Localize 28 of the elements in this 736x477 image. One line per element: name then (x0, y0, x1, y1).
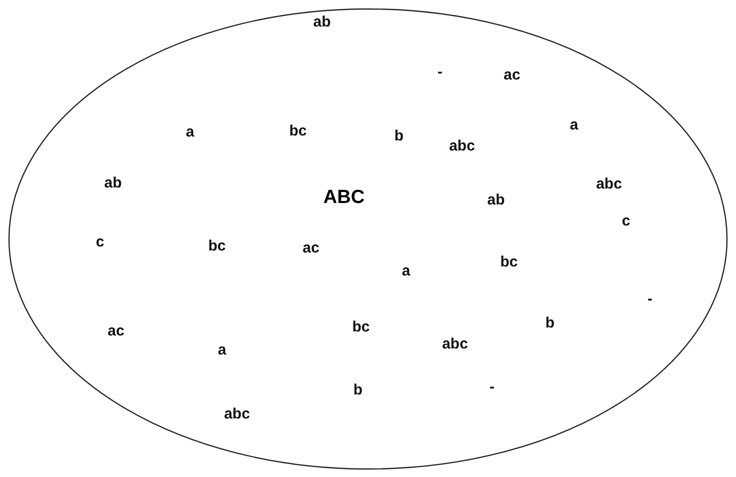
set-label: - (648, 290, 652, 308)
set-label: a (186, 124, 194, 140)
set-label: bc (500, 254, 518, 270)
set-label: b (394, 128, 404, 144)
set-label: b (545, 314, 555, 332)
region-label: ABC (323, 187, 365, 209)
set-label: c (622, 212, 630, 230)
set-label: b (353, 382, 363, 398)
set-label: bc (352, 318, 370, 336)
set-label: ab (104, 174, 122, 192)
set-label: - (490, 378, 494, 396)
set-label: bc (289, 122, 307, 140)
set-label: ac (302, 240, 320, 256)
set-label: abc (224, 406, 250, 422)
set-label: abc (442, 336, 468, 352)
set-label: c (96, 234, 104, 250)
set-label: a (218, 342, 226, 358)
set-label: ab (313, 14, 331, 30)
set-label: ac (504, 66, 520, 84)
set-label: bc (208, 238, 226, 254)
set-label: a (402, 262, 410, 280)
set-label: - (438, 64, 442, 80)
set-label: abc (449, 138, 475, 154)
set-label: ac (108, 322, 124, 340)
set-label: a (570, 116, 578, 134)
ellipse-region (8, 8, 728, 470)
set-label: abc (596, 176, 622, 192)
set-label: ab (487, 192, 505, 208)
